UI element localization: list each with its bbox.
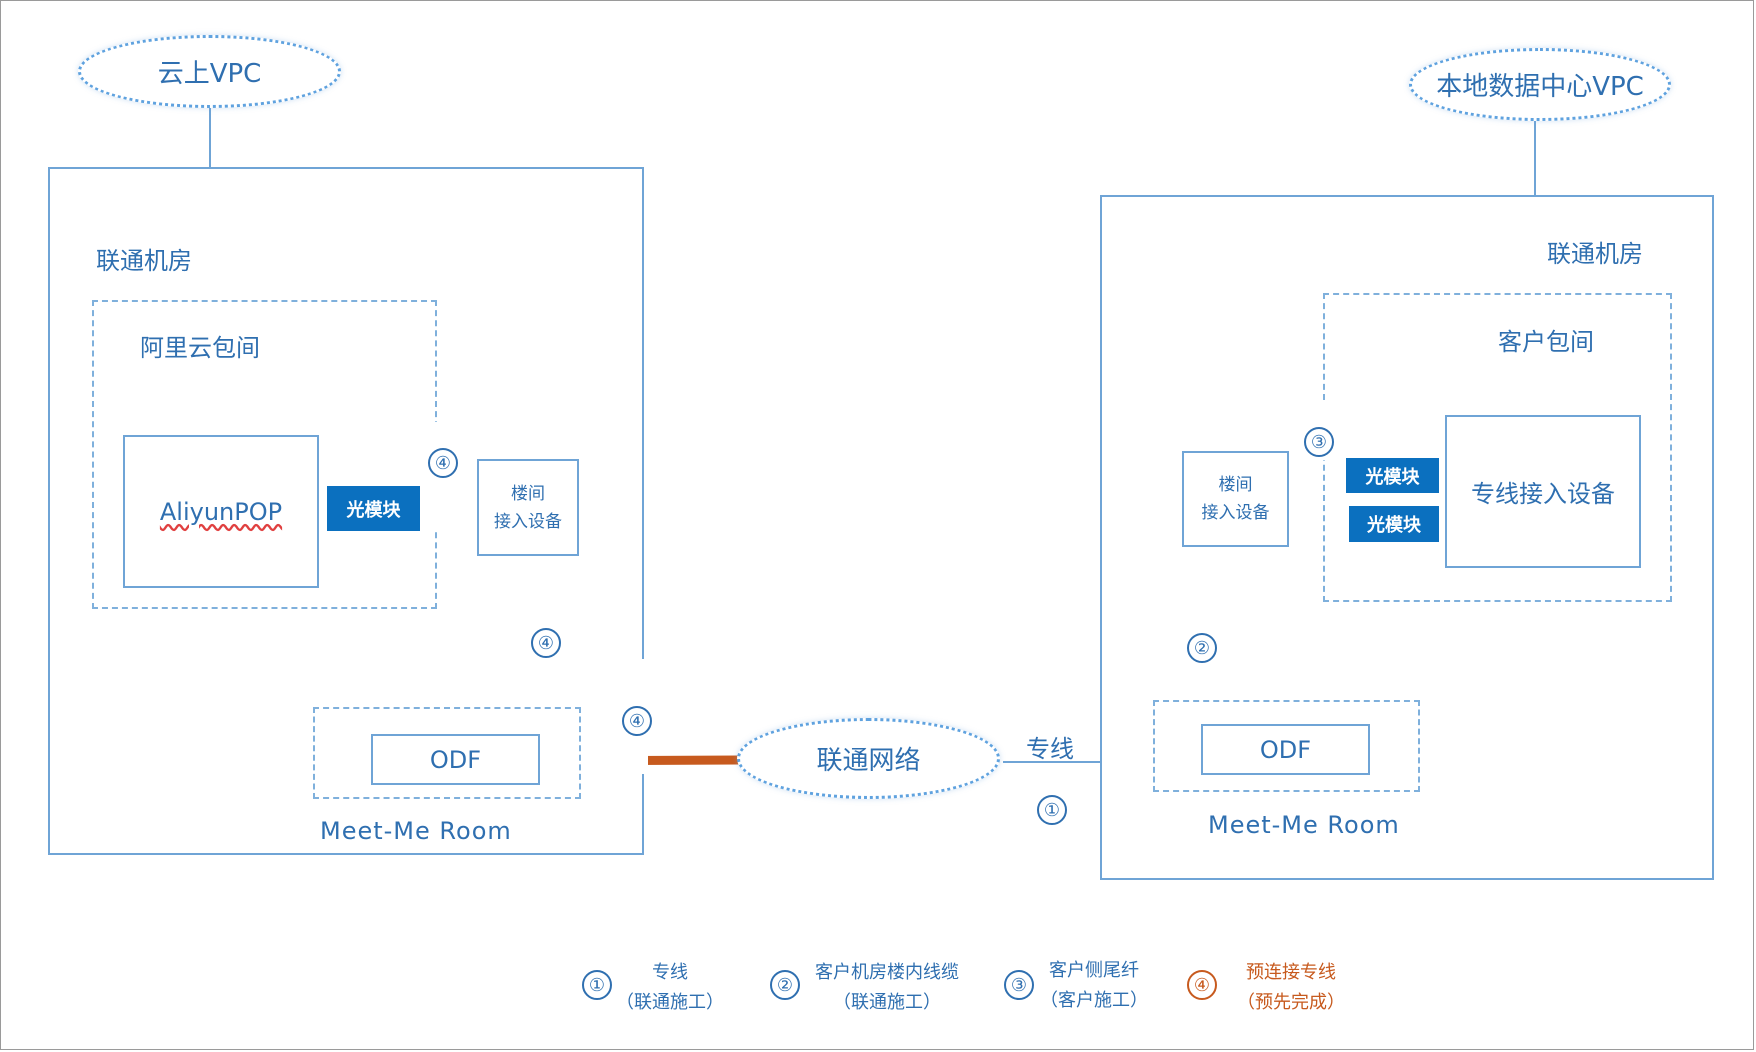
- marker-4-left-riser: ④: [531, 628, 561, 658]
- legend-mark-3: ③: [1004, 970, 1034, 1000]
- left-building-device-line1: 楼间: [511, 483, 545, 504]
- legend-1-line1: 专线: [652, 962, 688, 983]
- marker-1-dedicated-line: ①: [1037, 795, 1067, 825]
- left-odf: ODF: [371, 734, 540, 785]
- right-optical-module-1: 光模块: [1346, 458, 1439, 493]
- right-building-device-line2: 接入设备: [1201, 503, 1270, 523]
- aliyun-pop-box: AliyunPOP: [123, 435, 319, 588]
- legend-text-3: 客户侧尾纤 （客户施工）: [1034, 956, 1154, 1016]
- aliyun-pop-label: AliyunPOP: [159, 497, 283, 526]
- right-access-device: 专线接入设备: [1445, 415, 1641, 568]
- right-building-device: 楼间 接入设备: [1182, 451, 1289, 547]
- legend-text-1: 专线 （联通施工）: [612, 958, 728, 1018]
- left-room-label: 联通机房: [96, 247, 192, 275]
- marker-2-right-cable: ②: [1187, 633, 1217, 663]
- right-building-device-line1: 楼间: [1218, 475, 1253, 495]
- left-odf-label: ODF: [429, 745, 482, 774]
- right-meet-me-room: [1153, 700, 1420, 792]
- legend-mark-1: ①: [582, 970, 612, 1000]
- right-odf-label: ODF: [1259, 735, 1312, 764]
- left-building-device: 楼间 接入设备: [477, 459, 579, 556]
- left-suite-label: 阿里云包间: [140, 334, 260, 362]
- legend-2-line1: 客户机房楼内线缆: [815, 962, 959, 983]
- legend-3-line1: 客户侧尾纤: [1049, 960, 1139, 981]
- legend-1-line2: （联通施工）: [616, 992, 724, 1013]
- left-mmr-label: Meet-Me Room: [320, 817, 512, 845]
- legend-mark-2: ②: [770, 970, 800, 1000]
- marker-3-right-fiber: ③: [1304, 427, 1334, 457]
- legend-mark-4: ④: [1187, 970, 1217, 1000]
- right-optical-module-2: 光模块: [1349, 506, 1439, 542]
- legend-text-2: 客户机房楼内线缆 （联通施工）: [802, 958, 972, 1018]
- right-mmr-label: Meet-Me Room: [1208, 811, 1400, 839]
- left-building-device-line2: 接入设备: [494, 511, 562, 532]
- right-odf: ODF: [1201, 724, 1370, 775]
- legend-text-4: 预连接专线 （预先完成）: [1228, 958, 1354, 1018]
- right-access-device-label: 专线接入设备: [1471, 480, 1615, 508]
- dedicated-line-label: 专线: [1026, 735, 1074, 763]
- cloud-unicom-network: 联通网络: [737, 718, 1000, 799]
- cloud-right-vpc: 本地数据中心VPC: [1409, 48, 1671, 121]
- legend-3-line2: （客户施工）: [1040, 990, 1148, 1011]
- left-optical-module: 光模块: [327, 486, 420, 531]
- legend-2-line2: （联通施工）: [833, 992, 941, 1013]
- cloud-left-vpc: 云上VPC: [78, 35, 341, 108]
- marker-4-left-odf: ④: [622, 706, 652, 736]
- marker-4-left-module: ④: [428, 448, 458, 478]
- right-room-label: 联通机房: [1547, 240, 1643, 268]
- left-meet-me-room: [313, 707, 581, 799]
- legend-4-line1: 预连接专线: [1246, 962, 1336, 983]
- legend-4-line2: （预先完成）: [1237, 992, 1345, 1013]
- right-suite-label: 客户包间: [1498, 328, 1594, 356]
